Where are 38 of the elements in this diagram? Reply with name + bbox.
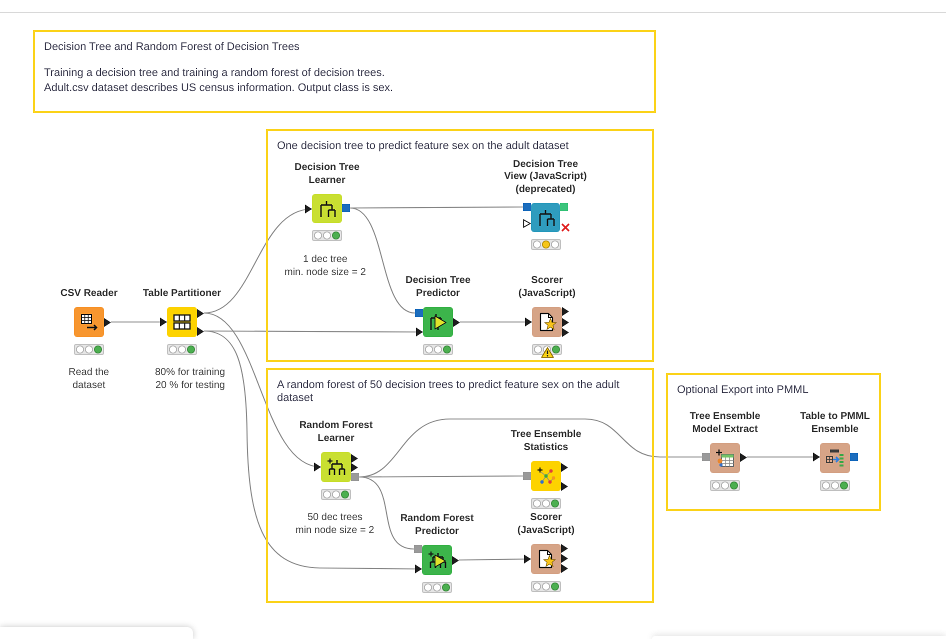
annotation-frame bbox=[266, 368, 654, 603]
connector bbox=[204, 330, 422, 574]
annotation-title: A random forest of 50 decision trees to predict feature sex on the adult dataset bbox=[277, 379, 620, 405]
node-title: CSV Reader bbox=[60, 288, 118, 300]
annotation-text: Adult.csv dataset describes US census information. Output class is sex. bbox=[44, 82, 394, 95]
annotation-text: Training a decision tree and training a random forest of decision trees. bbox=[44, 67, 386, 80]
node-title: Decision Tree View (JavaScript) (deprecated) bbox=[504, 158, 588, 196]
node-comment: 80% for training bbox=[155, 366, 226, 379]
node-comment: Read the bbox=[68, 366, 110, 379]
node-title: Random Forest Learner bbox=[298, 420, 374, 445]
node-title: Scorer (JavaScript) bbox=[518, 275, 576, 300]
annotation-frame bbox=[33, 30, 656, 113]
node-comment: dataset bbox=[72, 379, 106, 392]
annotation-title: Decision Tree and Random Forest of Decision Trees bbox=[44, 41, 301, 54]
node-comment: 20 % for testing bbox=[156, 379, 225, 392]
node-comment: 50 dec trees bbox=[308, 511, 363, 524]
node-title: Random Forest Predictor bbox=[400, 513, 474, 538]
connector bbox=[460, 318, 532, 326]
connector bbox=[350, 207, 416, 314]
node-title: Tree Ensemble Statistics bbox=[510, 429, 582, 454]
node-comment: 1 dec tree bbox=[303, 253, 348, 266]
connector bbox=[358, 418, 702, 478]
connector bbox=[204, 312, 322, 470]
node-comment: min. node size = 2 bbox=[284, 266, 366, 279]
annotation-title: Optional Export into PMML bbox=[677, 384, 810, 397]
annotation-frame bbox=[666, 373, 881, 511]
node-title: Table Partitioner bbox=[142, 288, 222, 300]
node-title: Tree Ensemble Model Extract bbox=[689, 411, 761, 436]
connector bbox=[111, 318, 167, 326]
node-title: Decision Tree Learner bbox=[294, 162, 360, 187]
node-title: Scorer (JavaScript) bbox=[516, 512, 576, 537]
node-comment: min node size = 2 bbox=[296, 524, 374, 537]
node-title: Table to PMML Ensemble bbox=[800, 411, 870, 436]
node-title: Decision Tree Predictor bbox=[404, 275, 472, 300]
annotation-frame bbox=[266, 129, 654, 362]
connector bbox=[459, 554, 531, 564]
annotation-title: One decision tree to predict feature sex on the adult dataset bbox=[277, 140, 570, 153]
connector bbox=[747, 452, 820, 462]
